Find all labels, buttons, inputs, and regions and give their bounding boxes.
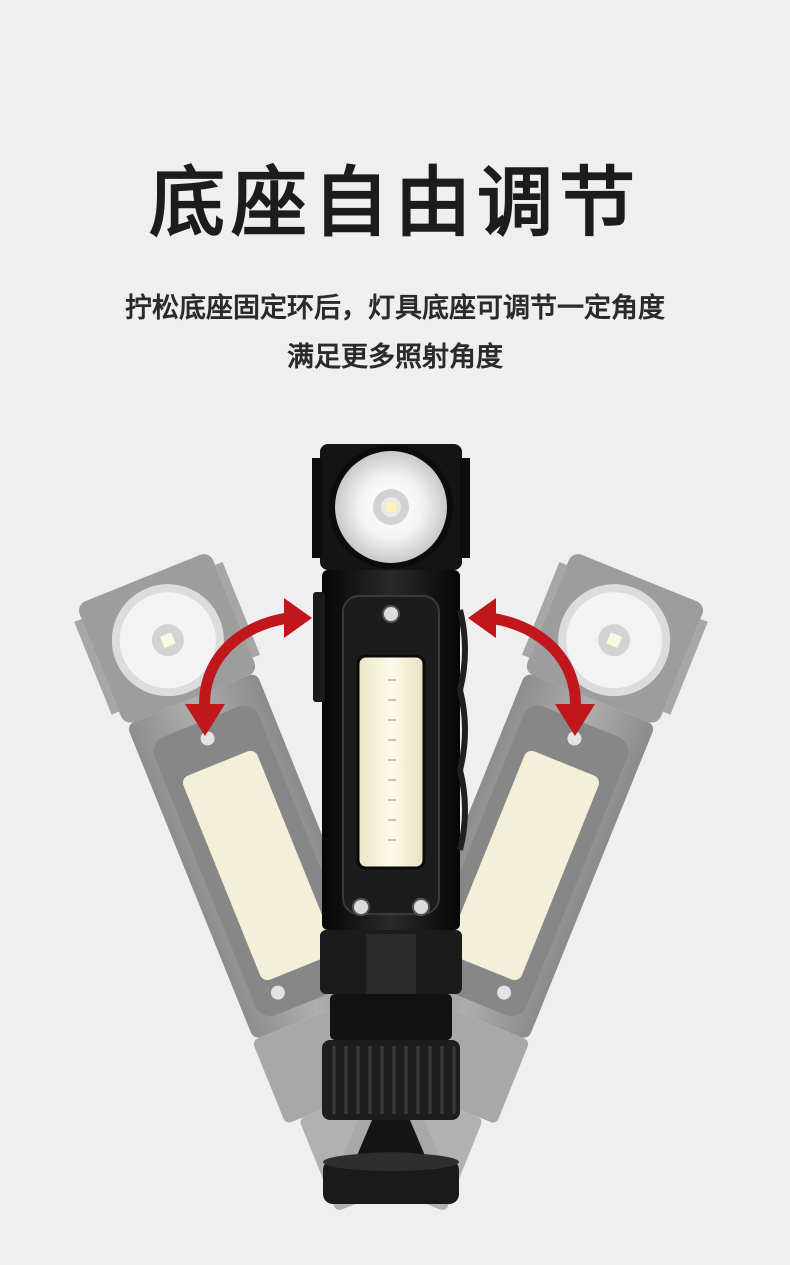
curved-arrow-icon-right <box>468 598 595 736</box>
page-title: 底座自由调节 <box>149 158 641 247</box>
subtitle-line-2: 满足更多照射角度 <box>287 342 503 373</box>
curved-arrow-icon-left <box>185 598 312 736</box>
subtitle-line-1: 拧松底座固定环后，灯具底座可调节一定角度 <box>125 293 665 324</box>
flashlight-illustration <box>68 444 714 1220</box>
flashlight-main <box>312 444 470 1204</box>
